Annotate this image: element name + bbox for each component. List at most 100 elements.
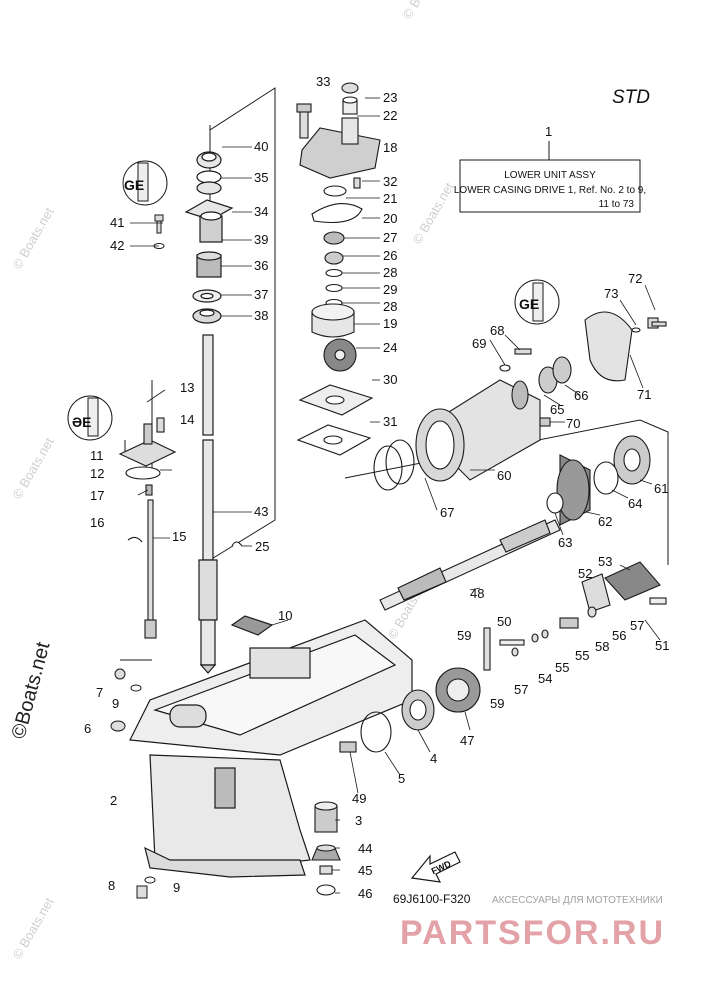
- svg-text:GE: GE: [519, 296, 539, 312]
- svg-text:ƏE: ƏE: [72, 414, 92, 430]
- callout-45: 45: [358, 863, 372, 878]
- callout-61: 61: [654, 481, 668, 496]
- callout-4: 4: [430, 751, 437, 766]
- callout-1: 1: [545, 124, 552, 139]
- callout-41: 41: [110, 215, 124, 230]
- svg-text:GE: GE: [124, 177, 144, 193]
- callout-68: 68: [490, 323, 504, 338]
- callout-43: 43: [254, 504, 268, 519]
- callout-48: 48: [470, 586, 484, 601]
- callout-27: 27: [383, 230, 397, 245]
- callout-54: 54: [538, 671, 552, 686]
- clutch-group: [360, 561, 667, 753]
- callout-33: 33: [316, 74, 330, 89]
- callout-18: 18: [383, 140, 397, 155]
- callout-6: 6: [84, 721, 91, 736]
- callout-34: 34: [254, 204, 268, 219]
- propshaft-housing-group: [373, 311, 667, 491]
- callout-29: 29: [383, 282, 397, 297]
- grease-badge-icon: ƏE: [67, 395, 113, 441]
- shop-caption: АКСЕССУАРЫ ДЛЯ МОТОТЕХНИКИ: [492, 895, 663, 906]
- callout-72: 72: [628, 271, 642, 286]
- callout-16: 16: [90, 515, 104, 530]
- callout-9a: 9: [112, 696, 119, 711]
- shift-rod-group: [118, 417, 177, 639]
- callout-15: 15: [172, 529, 186, 544]
- variant-label: STD: [612, 87, 650, 108]
- callout-67: 67: [440, 505, 454, 520]
- assembly-note-box: [459, 159, 641, 213]
- watermark-boats-5: © Boats.net: [410, 180, 457, 247]
- callout-65: 65: [550, 402, 564, 417]
- callout-59b: 59: [490, 696, 504, 711]
- callout-30: 30: [383, 372, 397, 387]
- callout-59a: 59: [457, 628, 471, 643]
- callout-8: 8: [108, 878, 115, 893]
- watermark-boats-2: © Boats.net: [10, 435, 57, 502]
- callout-35: 35: [254, 170, 268, 185]
- callout-12: 12: [90, 466, 104, 481]
- callout-numbers: 2 3 4 5 6 7 8 9 9 10 11 12 13 14 15 16 1…: [84, 74, 669, 901]
- callout-40: 40: [254, 139, 268, 154]
- drive-shaft-group: [184, 151, 234, 674]
- callout-51: 51: [655, 638, 669, 653]
- assembly-line-2: LOWER CASING DRIVE 1, Ref. No. 2 to 9,: [454, 185, 646, 196]
- callout-20: 20: [383, 211, 397, 226]
- callout-73: 73: [604, 286, 618, 301]
- callout-19: 19: [383, 316, 397, 331]
- callout-46: 46: [358, 886, 372, 901]
- callout-44: 44: [358, 841, 372, 856]
- lower-casing: [129, 615, 413, 878]
- callout-9b: 9: [173, 880, 180, 895]
- callout-13: 13: [180, 380, 194, 395]
- callout-3: 3: [355, 813, 362, 828]
- callout-37: 37: [254, 287, 268, 302]
- grease-badge-right-icon: GE: [514, 279, 560, 325]
- bolt-41: [153, 214, 165, 249]
- pinion-group: [311, 741, 357, 896]
- callout-71: 71: [637, 387, 651, 402]
- water-pump-group: [231, 82, 381, 547]
- callout-22: 22: [383, 108, 397, 123]
- callout-70: 70: [566, 416, 580, 431]
- callout-38: 38: [254, 308, 268, 323]
- callout-63: 63: [558, 535, 572, 550]
- callout-28a: 28: [383, 265, 397, 280]
- callout-55a: 55: [555, 660, 569, 675]
- watermark-boats-4: © Boats.net: [400, 0, 447, 21]
- callout-26: 26: [383, 248, 397, 263]
- callout-7: 7: [96, 685, 103, 700]
- callout-2: 2: [110, 793, 117, 808]
- callout-39: 39: [254, 232, 268, 247]
- watermark-boats-large: ©Boats.net: [8, 639, 55, 741]
- callout-57b: 57: [514, 682, 528, 697]
- callout-14: 14: [180, 412, 194, 427]
- callout-42: 42: [110, 238, 124, 253]
- shop-logo: PARTSFOR.RU: [400, 914, 665, 952]
- watermark-boats-3: © Boats.net: [10, 895, 57, 962]
- callout-36: 36: [254, 258, 268, 273]
- callout-23: 23: [383, 90, 397, 105]
- callout-50: 50: [497, 614, 511, 629]
- callout-60: 60: [497, 468, 511, 483]
- callout-10: 10: [278, 608, 292, 623]
- callout-24: 24: [383, 340, 397, 355]
- callout-56: 56: [612, 628, 626, 643]
- callout-47: 47: [460, 733, 474, 748]
- callout-52: 52: [578, 566, 592, 581]
- forward-direction-arrow: FWD: [410, 851, 461, 883]
- callout-57a: 57: [630, 618, 644, 633]
- callout-62: 62: [598, 514, 612, 529]
- diagram-code: 69J6100-F320: [393, 892, 471, 906]
- callout-49: 49: [352, 791, 366, 806]
- callout-28b: 28: [383, 299, 397, 314]
- leader-lines: [130, 97, 661, 894]
- callout-11: 11: [90, 448, 104, 463]
- forward-gear-group: [546, 435, 651, 526]
- assembly-line-1: LOWER UNIT ASSY: [504, 170, 596, 181]
- callout-25: 25: [255, 539, 269, 554]
- callout-58: 58: [595, 639, 609, 654]
- callout-69: 69: [472, 336, 486, 351]
- callout-31: 31: [383, 414, 397, 429]
